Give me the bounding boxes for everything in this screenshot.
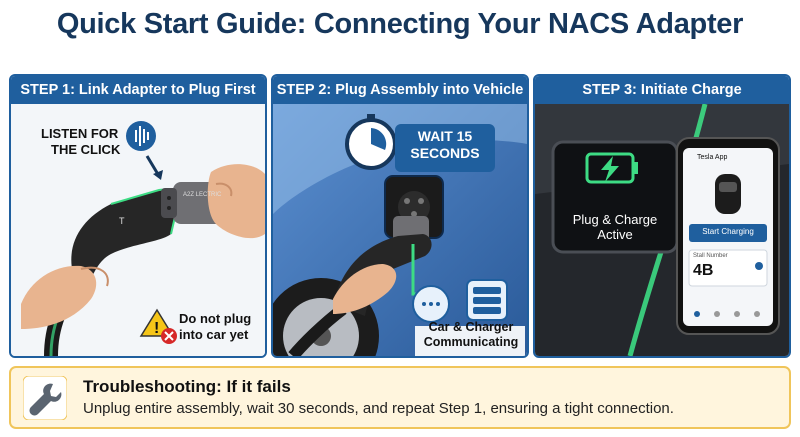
step-3-illustration: Plug & Charge Active Tesla App Start Cha…: [535, 104, 789, 356]
wait-badge: WAIT 15 SECONDS: [395, 128, 495, 162]
troubleshooting-body: Unplug entire assembly, wait 30 seconds,…: [83, 400, 674, 417]
wait-line-1: WAIT 15: [417, 128, 473, 144]
warning-line-2: into car yet: [179, 327, 249, 342]
step-1-scene: T !: [11, 104, 265, 356]
start-charging-button[interactable]: Start Charging: [702, 227, 754, 236]
step-1-header: STEP 1: Link Adapter to Plug First: [11, 76, 265, 104]
step-1-illustration: T ! LISTEN FOR: [11, 104, 265, 356]
listen-label: LISTEN FOR THE CLICK: [41, 126, 120, 158]
comm-line-2: Communicating: [423, 335, 519, 349]
step-2-scene: [273, 104, 527, 356]
svg-text:T: T: [119, 216, 125, 226]
phone-app-title: Tesla App: [697, 154, 728, 161]
screen-status: Plug & Charge Active: [553, 212, 677, 242]
page-title: Quick Start Guide: Connecting Your NACS …: [56, 8, 744, 40]
svg-text:!: !: [154, 320, 159, 337]
warning-text: Do not plug into car yet: [179, 311, 251, 343]
troubleshooting-box: Troubleshooting: If it fails Unplug enti…: [9, 366, 791, 429]
step-2-panel: STEP 2: Plug Assembly into Vehicle: [271, 74, 529, 358]
wrench-icon: [23, 376, 67, 420]
step-2-illustration: WAIT 15 SECONDS Car & Charger Communicat…: [273, 104, 527, 356]
comm-line-1: Car & Charger: [428, 320, 514, 334]
screen-line-1: Plug & Charge: [572, 212, 658, 227]
troubleshooting-heading: Troubleshooting: If it fails: [83, 377, 291, 396]
step-3-panel: STEP 3: Initiate Charge: [533, 74, 791, 358]
adapter-brand: A2Z LECTRIC: [183, 192, 222, 198]
step-3-header: STEP 3: Initiate Charge: [535, 76, 789, 104]
wait-line-2: SECONDS: [410, 145, 480, 161]
listen-line-1: LISTEN FOR: [41, 126, 119, 141]
listen-line-2: THE CLICK: [51, 142, 121, 157]
step-3-scene: [535, 104, 789, 356]
stall-label: Stall Number: [693, 253, 728, 259]
screen-line-2: Active: [597, 227, 633, 242]
step-1-panel: STEP 1: Link Adapter to Plug First T: [9, 74, 267, 358]
comm-caption: Car & Charger Communicating: [417, 320, 525, 350]
step-2-header: STEP 2: Plug Assembly into Vehicle: [273, 76, 527, 104]
warning-line-1: Do not plug: [179, 311, 252, 326]
stall-value: 4B: [693, 262, 714, 279]
